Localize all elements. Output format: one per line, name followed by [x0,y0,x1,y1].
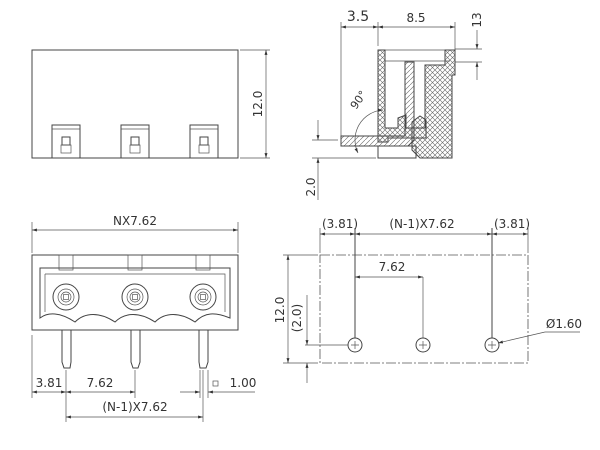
side-view: 3.5 8.5 13 90° 2.0 [304,9,484,200]
pitch-label: 7.62 [87,376,114,390]
hole-diameter-label: Ø1.60 [546,317,582,331]
square-pin-icon [212,380,219,387]
top-view: 12.0 [31,49,270,159]
screw-terminal [189,254,217,311]
top-view-body [31,49,239,159]
dim-2-0-label: 2.0 [304,177,318,196]
hole [415,337,431,353]
housing-section [377,49,456,159]
latch [51,124,81,159]
height-label: 12.0 [251,91,265,118]
front-body [31,254,239,331]
total-width-label: NX7.62 [113,214,157,228]
pin-size-label: 1.00 [230,376,257,390]
pin [61,330,72,369]
edge-right-label: (3.81) [494,217,530,231]
dim-8-5-label: 8.5 [406,11,425,25]
front-view: NX7.62 3.81 7.62 (N-1)X7.62 1.00 [31,214,257,422]
screw-terminal [52,254,80,311]
pcb-span-label: (N-1)X7.62 [389,217,454,231]
span-label: (N-1)X7.62 [102,400,167,414]
edge-offset-label: 3.81 [36,376,63,390]
pcb-layout: (3.81) (N-1)X7.62 (3.81) 7.62 12.0 (2.0)… [273,217,582,383]
angle-label: 90° [348,88,370,111]
footprint-outline [319,254,529,364]
dim-13-label: 13 [470,12,484,27]
hole [484,337,500,353]
hole-offset-label: (2.0) [290,304,304,332]
pcb-height-label: 12.0 [273,297,287,324]
dim-3-5-label: 3.5 [347,9,369,25]
hole [347,337,363,353]
latch [189,124,219,159]
latch [120,124,150,159]
pin [130,330,141,369]
pcb-pitch-label: 7.62 [379,260,406,274]
edge-left-label: (3.81) [322,217,358,231]
pin [198,330,209,369]
screw-terminal [121,254,149,311]
